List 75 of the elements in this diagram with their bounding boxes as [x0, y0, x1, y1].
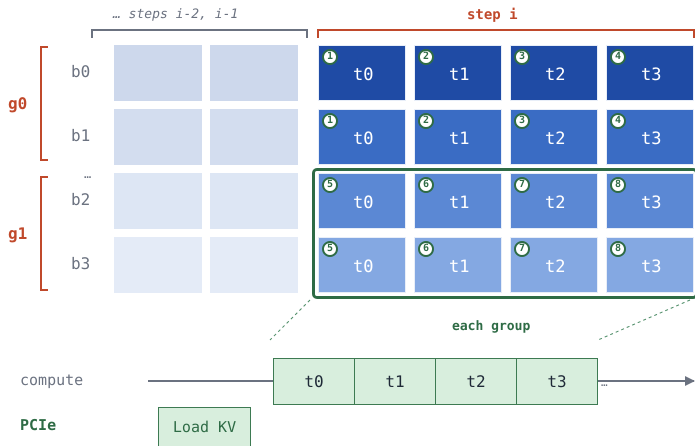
- column-heading: … steps i-2, i-1: [113, 8, 238, 21]
- task-cell: [606, 173, 694, 229]
- task-label: t3: [641, 257, 662, 277]
- task-label: t2: [545, 257, 566, 277]
- timeline-block: t3: [516, 358, 598, 405]
- ellipsis: …: [84, 168, 92, 180]
- task-cell: [606, 237, 694, 293]
- task-cell: [318, 173, 406, 229]
- order-number: 3: [514, 49, 530, 65]
- order-number: 1: [322, 113, 338, 129]
- task-cell: [414, 109, 502, 165]
- task-label: t0: [353, 65, 374, 85]
- lane-label: compute: [20, 373, 84, 388]
- load-block: Load KV: [158, 407, 251, 446]
- task-label: t0: [353, 129, 374, 149]
- timeline-block: t1: [354, 358, 436, 405]
- column-heading: step i: [467, 8, 518, 22]
- empty-cell: [114, 109, 202, 165]
- task-label: t1: [449, 193, 470, 213]
- timeline-block: t2: [435, 358, 517, 405]
- task-label: t0: [353, 193, 374, 213]
- task-cell: [510, 109, 598, 165]
- empty-cell: [210, 173, 298, 229]
- task-label: t2: [545, 129, 566, 149]
- order-number: 8: [610, 177, 626, 193]
- task-label: t1: [449, 257, 470, 277]
- order-number: 4: [610, 49, 626, 65]
- order-number: 2: [418, 113, 434, 129]
- task-label: t1: [449, 129, 470, 149]
- task-label: t1: [449, 65, 470, 85]
- order-number: 8: [610, 241, 626, 257]
- group-label: g0: [8, 96, 28, 112]
- task-label: t3: [641, 65, 662, 85]
- order-number: 4: [610, 113, 626, 129]
- row-label: b2: [71, 192, 90, 208]
- task-label: t2: [545, 193, 566, 213]
- task-cell: [510, 237, 598, 293]
- task-cell: [414, 173, 502, 229]
- task-cell: [318, 45, 406, 101]
- group-label: g1: [8, 226, 28, 242]
- task-label: t0: [353, 257, 374, 277]
- order-number: 7: [514, 241, 530, 257]
- task-cell: [606, 109, 694, 165]
- row-label: b1: [71, 128, 90, 144]
- ellipsis: …: [601, 377, 608, 388]
- task-label: t3: [641, 193, 662, 213]
- order-number: 6: [418, 241, 434, 257]
- order-number: 7: [514, 177, 530, 193]
- empty-cell: [114, 173, 202, 229]
- task-cell: [414, 237, 502, 293]
- row-label: b3: [71, 256, 90, 272]
- task-cell: [318, 109, 406, 165]
- task-label: t2: [545, 65, 566, 85]
- empty-cell: [210, 109, 298, 165]
- task-cell: [510, 173, 598, 229]
- order-number: 3: [514, 113, 530, 129]
- empty-cell: [114, 45, 202, 101]
- task-cell: [606, 45, 694, 101]
- empty-cell: [210, 237, 298, 293]
- task-label: t3: [641, 129, 662, 149]
- empty-cell: [210, 45, 298, 101]
- timeline-block: t0: [273, 358, 355, 405]
- group-outline: [312, 168, 695, 299]
- order-number: 2: [418, 49, 434, 65]
- lane-label: PCIe: [20, 418, 56, 433]
- empty-cell: [114, 237, 202, 293]
- order-number: 5: [322, 177, 338, 193]
- order-number: 5: [322, 241, 338, 257]
- order-number: 1: [322, 49, 338, 65]
- row-label: b0: [71, 64, 90, 80]
- group-caption: each group: [452, 320, 530, 333]
- task-cell: [318, 237, 406, 293]
- task-cell: [510, 45, 598, 101]
- task-cell: [414, 45, 502, 101]
- order-number: 6: [418, 177, 434, 193]
